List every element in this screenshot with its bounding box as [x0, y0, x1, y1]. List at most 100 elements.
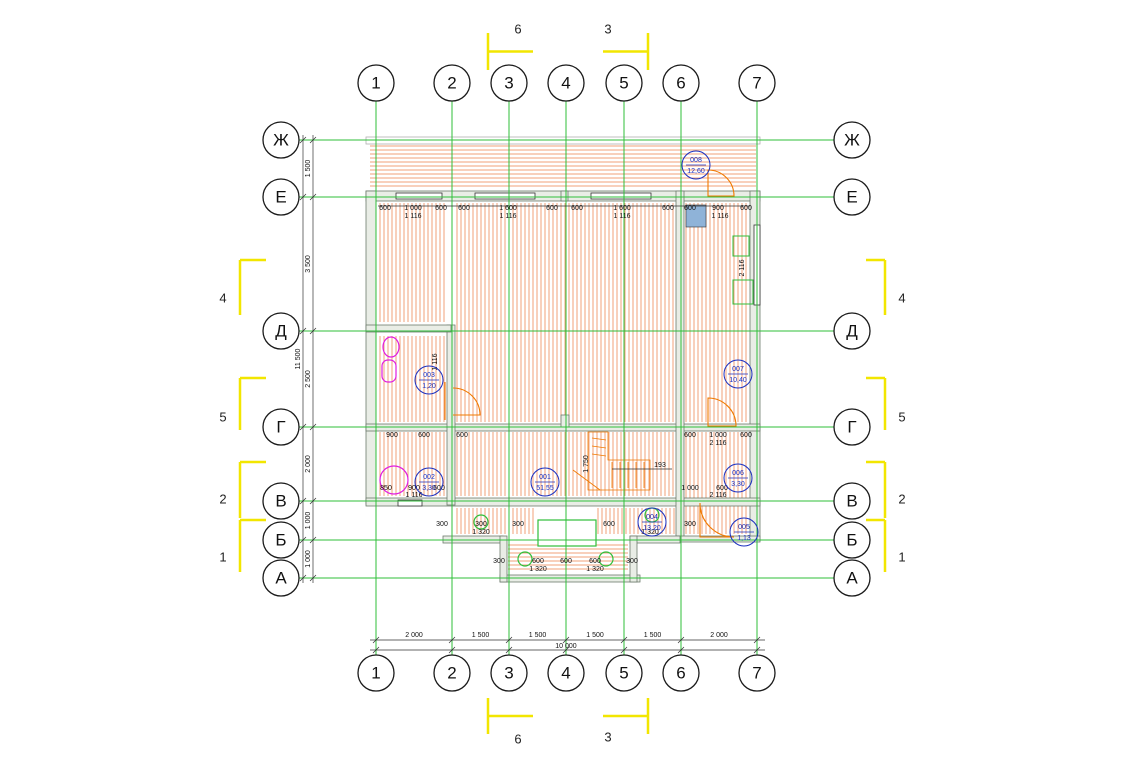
axis-label: 5 [619, 74, 628, 93]
dim-text: 1 000 [305, 512, 312, 530]
dim-text: 300 [684, 521, 696, 528]
dim-text: 2 500 [305, 370, 312, 388]
axis-bubble-bottom [738, 654, 776, 692]
room-code: 002 [423, 474, 435, 481]
dim-text-total: 11 500 [295, 348, 302, 369]
section-mark-line [866, 518, 887, 572]
axis-bubble-top [738, 64, 776, 102]
room-code: 005 [738, 524, 750, 531]
axis-bubble-top [357, 64, 395, 102]
dim-text: 2 000 [305, 455, 312, 473]
axis-label: 6 [676, 664, 685, 683]
dim-text: 600 [589, 558, 601, 565]
dim-text: 900 [386, 432, 398, 439]
axis-label: 4 [561, 664, 570, 683]
dim-tick [309, 423, 317, 431]
dim-tick [299, 193, 307, 201]
axis-bubble-top [605, 64, 643, 102]
axis-label: Д [846, 322, 858, 341]
axis-label: Ж [273, 131, 289, 150]
dim-tick [309, 574, 317, 582]
axis-label: 7 [752, 74, 761, 93]
dim-text: 600 [740, 205, 752, 212]
dim-text: 600 [684, 205, 696, 212]
room-code: 001 [539, 474, 551, 481]
axis-label: 4 [561, 74, 570, 93]
room-tags: 00812,600031,2000710,400023,3000151,5500… [414, 150, 759, 547]
dim-text: 1 500 [529, 632, 547, 639]
dim-text: 1 500 [472, 632, 490, 639]
axis-label: 3 [504, 664, 513, 683]
axis-bubble-right [833, 178, 871, 216]
dim-text: 900 [408, 485, 420, 492]
section-mark-line [486, 33, 533, 70]
dim-text: 1 116 [432, 353, 439, 370]
dim-tick [299, 136, 307, 144]
room-tag-circle [530, 467, 560, 497]
dim-text: 1 116 [406, 492, 423, 499]
dim-text: 300 [626, 558, 638, 565]
dim-tick [620, 646, 628, 654]
room-area: 1,20 [422, 383, 436, 390]
wall-v [365, 497, 761, 507]
dim-tick [448, 646, 456, 654]
dim-tick [372, 646, 380, 654]
dim-text: 3 500 [305, 255, 312, 273]
dim-text: 1 116 [712, 213, 729, 220]
room-area: 3,30 [731, 481, 745, 488]
dim-text: 1 320 [641, 529, 659, 536]
axis-bubble-right [833, 482, 871, 520]
shower-icon [379, 465, 409, 495]
dim-text: 1 320 [586, 566, 604, 573]
room-tag-circle [729, 517, 759, 547]
dim-text: 1 500 [305, 160, 312, 178]
dim-tick [299, 536, 307, 544]
door-swing [699, 502, 735, 538]
stair-treads [591, 437, 645, 488]
door-swing [452, 387, 481, 416]
axis-bubble-left [262, 312, 300, 350]
dim-text: 1 600 [613, 205, 631, 212]
axis-bubble-bottom [433, 654, 471, 692]
dim-text: 600 [662, 205, 674, 212]
axis-bubble-left [262, 408, 300, 446]
dim-tick [309, 536, 317, 544]
section-mark-line [238, 518, 266, 572]
axis-label: Б [846, 531, 857, 550]
axis-label: В [275, 492, 286, 511]
section-mark-line [238, 258, 266, 315]
dim-text: 600 [458, 205, 470, 212]
section-mark-label: 3 [604, 730, 611, 745]
axis-label: А [275, 569, 287, 588]
sink-icon [732, 235, 750, 257]
axis-bubble-top [433, 64, 471, 102]
axis-label: 1 [371, 664, 380, 683]
axis-bubble-right [833, 559, 871, 597]
room-tag-circle [723, 359, 753, 389]
dim-text: 1 600 [499, 205, 517, 212]
axis-bubble-top [662, 64, 700, 102]
dim-text: 600 [740, 432, 752, 439]
plant-icon [598, 551, 614, 567]
dim-text: 1 116 [614, 213, 631, 220]
dim-tick [309, 193, 317, 201]
axis-bubble-left [262, 121, 300, 159]
dim-text: 600 [716, 485, 728, 492]
section-mark-label: 2 [219, 492, 226, 507]
dim-text: 600 [433, 485, 445, 492]
room-area: 51,55 [536, 485, 554, 492]
axis-label: Ж [844, 131, 860, 150]
washbasin-icon [381, 359, 397, 383]
section-mark-label: 2 [898, 492, 905, 507]
dim-text: 300 [436, 521, 448, 528]
section-mark-line [603, 33, 650, 70]
room-code: 003 [423, 372, 435, 379]
dim-text: 600 [456, 432, 468, 439]
section-mark-label: 5 [898, 410, 905, 425]
